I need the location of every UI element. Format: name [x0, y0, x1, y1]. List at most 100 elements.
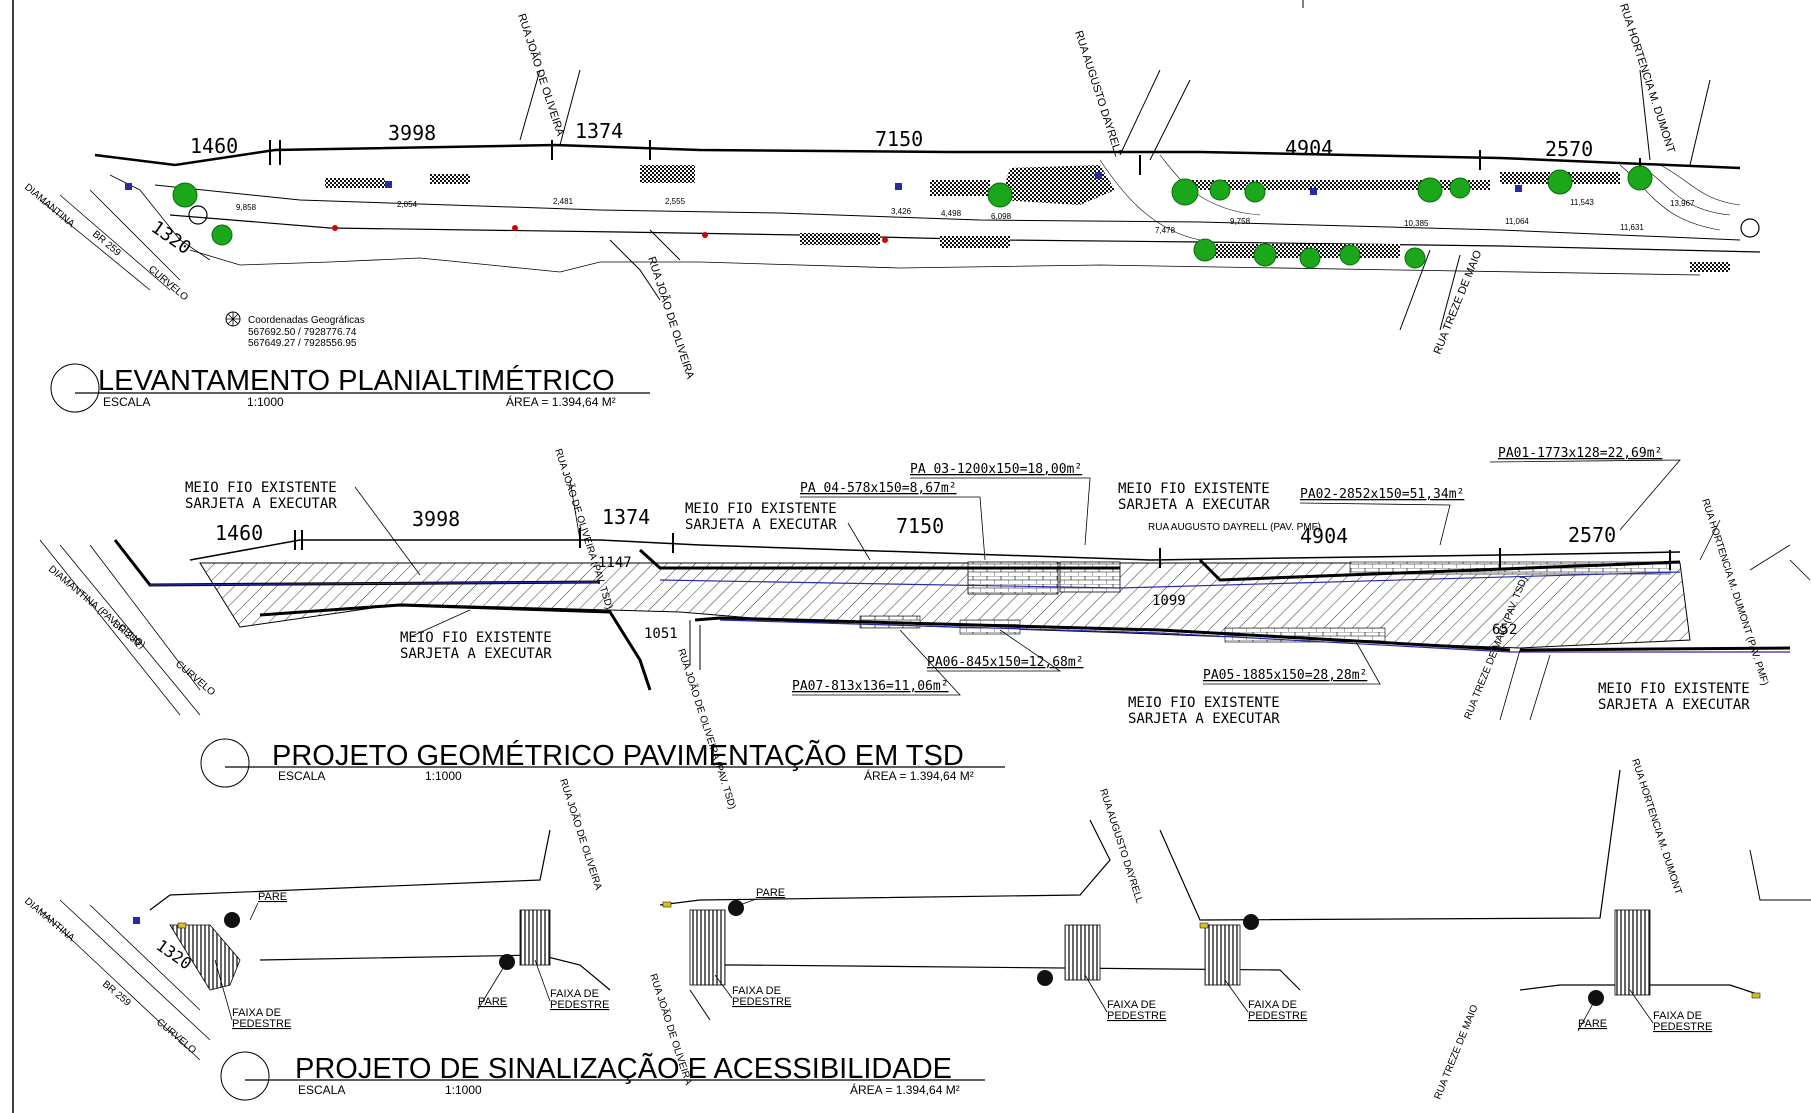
- geometric-title: PROJETO GEOMÉTRICO PAVIMENTAÇÃO EM TSD: [272, 738, 964, 772]
- elev: 7,478: [1155, 226, 1176, 235]
- dim-1320: 1320: [147, 217, 195, 259]
- joao-oliveira-label: RUA JOÃO DE OLIVEIRA: [557, 777, 605, 892]
- hortencia-label: RUA HORTENCIA M. DUMONT: [1629, 758, 1683, 896]
- curb-annotation: MEIO FIO EXISTENTE: [685, 501, 837, 517]
- pa03-label: PA 03-1200x150=18,00m²: [910, 462, 1082, 477]
- stop-label: PARE: [756, 887, 785, 899]
- curb-annotation: MEIO FIO EXISTENTE: [400, 630, 552, 646]
- dim-7150: 7150: [875, 127, 923, 151]
- dim-1051: 1051: [644, 626, 678, 642]
- elev: 11,631: [1620, 223, 1644, 232]
- survey-scale-value: 1:1000: [247, 395, 284, 409]
- crosswalk-label: FAIXA DE: [1653, 1010, 1702, 1022]
- coordinates-label: Coordenadas Geográficas: [248, 315, 365, 326]
- signage-plan: PARE PARE PARE PARE FAIXA DE PEDESTRE FA…: [22, 758, 1811, 1101]
- street-treze-maio-label: RUA TREZE DE MAIO: [1432, 248, 1485, 356]
- survey-plan: 1460 3998 1374 7150 4904 2570 1320 9,858…: [22, 2, 1761, 413]
- dim-652: 652: [1492, 622, 1517, 638]
- dim-3998: 3998: [388, 121, 436, 145]
- signage-title: PROJETO DE SINALIZAÇÃO E ACESSIBILIDADE: [295, 1051, 952, 1085]
- geometric-scale-value: 1:1000: [425, 769, 462, 783]
- br259-label: BR 259: [100, 979, 133, 1009]
- joao-oliveira-tsd-label: RUA JOÃO DE OLIVEIRA (PAV. TSD): [675, 647, 739, 811]
- elev: 9,758: [1230, 217, 1251, 226]
- curvelo-label: CURVELO: [146, 264, 190, 304]
- pa02-label: PA02-2852x150=51,34m²: [1300, 487, 1464, 502]
- elev: 2,481: [553, 197, 574, 206]
- signage-scale-label: ESCALA: [298, 1083, 345, 1097]
- crosswalk-label: PEDESTRE: [732, 996, 791, 1008]
- signage-area: ÁREA = 1.394,64 M²: [850, 1082, 960, 1097]
- geometric-plan: 1460 3998 1374 7150 4904 2570 1147 1051 …: [39, 446, 1811, 811]
- crosswalk-label: PEDESTRE: [1248, 1010, 1307, 1022]
- coordinates-line2: 567649.27 / 7928556.95: [248, 338, 357, 349]
- diamantina-label: DIAMANTINA: [22, 182, 77, 230]
- crosswalk-label: FAIXA DE: [550, 988, 599, 1000]
- elev: 4,498: [941, 209, 962, 218]
- signage-scale-value: 1:1000: [445, 1083, 482, 1097]
- curb-annotation: MEIO FIO EXISTENTE: [1118, 481, 1270, 497]
- dim-1099: 1099: [1152, 593, 1186, 609]
- curvelo-label: CURVELO: [173, 659, 217, 699]
- treze-maio-label: RUA TREZE DE MAIO: [1433, 1003, 1481, 1101]
- crosswalk-label: FAIXA DE: [732, 985, 781, 997]
- crosswalk-label: FAIXA DE: [1107, 999, 1156, 1011]
- dim-2570: 2570: [1568, 523, 1616, 547]
- crosswalk-label: PEDESTRE: [1653, 1021, 1712, 1033]
- gutter-annotation: SARJETA A EXECUTAR: [685, 517, 837, 533]
- curb-annotation: MEIO FIO EXISTENTE: [1598, 681, 1750, 697]
- elev: 11,543: [1570, 198, 1594, 207]
- elev: 9,858: [236, 203, 257, 212]
- gutter-annotation: SARJETA A EXECUTAR: [185, 496, 337, 512]
- crosswalk-label: PEDESTRE: [232, 1018, 291, 1030]
- crosswalk-label: PEDESTRE: [550, 999, 609, 1011]
- pa01-label: PA01-1773x128=22,69m²: [1498, 446, 1662, 461]
- dim-2570: 2570: [1545, 137, 1593, 161]
- dim-4904: 4904: [1300, 524, 1348, 548]
- augusto-dayrell-label: RUA AUGUSTO DAYRELL: [1097, 788, 1145, 906]
- gutter-annotation: SARJETA A EXECUTAR: [1598, 697, 1750, 713]
- gutter-annotation: SARJETA A EXECUTAR: [400, 646, 552, 662]
- curb-annotation: MEIO FIO EXISTENTE: [1128, 695, 1280, 711]
- stop-label: PARE: [258, 891, 287, 903]
- elev: 2,555: [665, 197, 686, 206]
- pa04-label: PA 04-578x150=8,67m²: [800, 481, 957, 496]
- survey-area: ÁREA = 1.394,64 M²: [506, 394, 616, 409]
- dim-1147: 1147: [598, 555, 632, 571]
- curb-annotation: MEIO FIO EXISTENTE: [185, 480, 337, 496]
- dim-1460: 1460: [190, 134, 238, 158]
- elev: 2,054: [397, 200, 418, 209]
- augusto-pmf-label: RUA AUGUSTO DAYRELL (PAV. PMF): [1148, 522, 1321, 533]
- gutter-annotation: SARJETA A EXECUTAR: [1128, 711, 1280, 727]
- diamantina-label: DIAMANTINA: [22, 896, 77, 944]
- elev: 10,385: [1404, 219, 1429, 228]
- stop-label: PARE: [478, 996, 507, 1008]
- street-joao-oliveira-label: RUA JOÃO DE OLIVEIRA: [515, 12, 567, 138]
- pa05-label: PA05-1885x150=28,28m²: [1203, 668, 1367, 683]
- crosswalk-label: FAIXA DE: [1248, 999, 1297, 1011]
- gutter-annotation: SARJETA A EXECUTAR: [1118, 497, 1270, 513]
- coordinates-line1: 567692.50 / 7928776.74: [248, 327, 357, 338]
- hortencia-pmf-label: RUA HORTENCIA M. DUMONT (PAV. PMF): [1699, 498, 1770, 687]
- pa07-label: PA07-813x136=11,06m²: [792, 679, 949, 694]
- elev: 3,426: [891, 207, 912, 216]
- geometric-scale-label: ESCALA: [278, 769, 325, 783]
- pa06-label: PA06-845x150=12,68m²: [927, 655, 1084, 670]
- street-augusto-dayrell-label: RUA AUGUSTO DAYRELL: [1072, 29, 1124, 158]
- survey-scale-label: ESCALA: [103, 395, 150, 409]
- survey-title: LEVANTAMENTO PLANIALTIMÉTRICO: [98, 364, 615, 397]
- crosswalk-label: PEDESTRE: [1107, 1010, 1166, 1022]
- dim-1460: 1460: [215, 521, 263, 545]
- stop-label: PARE: [1578, 1018, 1607, 1030]
- elev: 11,064: [1505, 217, 1529, 226]
- elev: 13,967: [1670, 199, 1695, 208]
- dim-7150: 7150: [896, 514, 944, 538]
- dim-3998: 3998: [412, 507, 460, 531]
- geometric-area: ÁREA = 1.394,64 M²: [864, 768, 974, 783]
- dim-4904: 4904: [1285, 136, 1333, 160]
- dim-1374: 1374: [602, 505, 650, 529]
- dim-1374: 1374: [575, 119, 623, 143]
- street-joao-oliveira-label: RUA JOÃO DE OLIVEIRA: [645, 255, 697, 381]
- elev: 6,098: [991, 212, 1012, 221]
